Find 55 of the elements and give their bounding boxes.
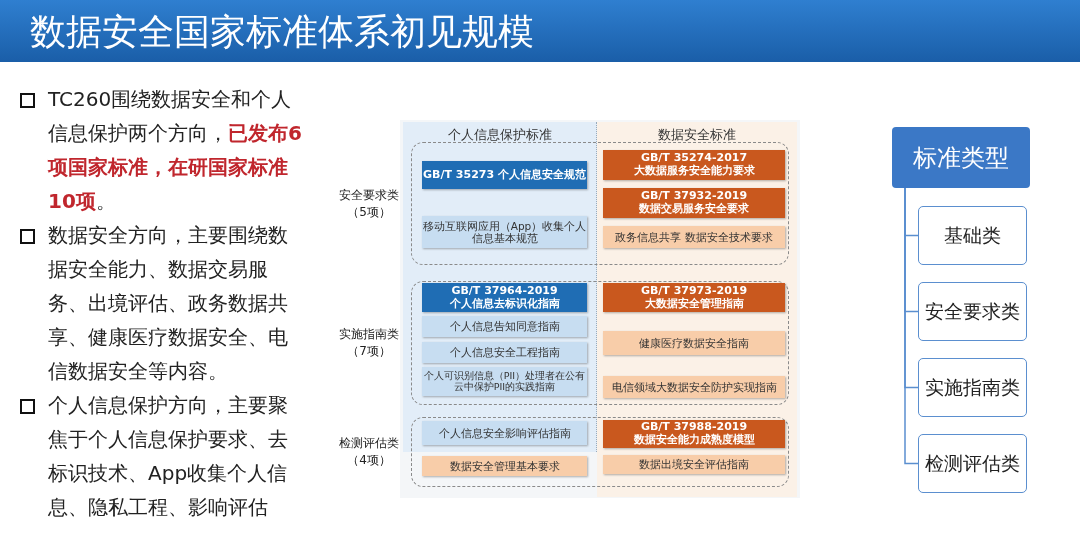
box-text: 标准类型: [913, 142, 1009, 174]
draft-standard-box: [422, 421, 587, 445]
tree-connector: [904, 187, 919, 465]
box-text: 大数据安全管理指南: [644, 297, 744, 311]
box-text: 个人信息安全影响评估指南: [438, 426, 571, 440]
box-text: GB/T 35273 个人信息安全规范: [423, 168, 586, 182]
group-label: 检测评估类（4项）: [338, 435, 400, 469]
box-text: GB/T 37964-2019: [451, 284, 558, 297]
box-text: 电信领域大数据安全防护实现指南: [611, 380, 777, 394]
bullet-text: TC260围绕数据安全和个人信息保护两个方向，已发布6项国家标准，在研国家标准10项。: [48, 86, 303, 215]
draft-standard-box: [603, 376, 785, 398]
draft-standard-box: [603, 226, 785, 248]
group-label: 安全要求类（5项）: [338, 186, 400, 221]
draft-standard-box: [422, 456, 587, 476]
category-box: [918, 358, 1027, 417]
published-standard-box: [422, 161, 587, 189]
category-box: [918, 282, 1027, 341]
group-label: 实施指南类（7项）: [338, 326, 400, 360]
bullet-text: 数据安全方向，主要围绕数据安全能力、数据交易服务、出境评估、政务数据共享、健康医疗数据安全、电信数据安全等内容。: [48, 222, 289, 385]
slide-title: 数据安全国家标准体系初见规模: [0, 0, 1080, 62]
box-text: 大数据服务安全能力要求: [633, 165, 755, 178]
box-text: 检测评估类: [925, 450, 1020, 476]
published-standard-box: [603, 283, 785, 312]
column-heading: 个人信息保护标准: [447, 127, 552, 142]
draft-standard-box: [422, 316, 587, 337]
published-standard-box: [603, 420, 785, 448]
box-text: GB/T 37988-2019: [640, 421, 748, 434]
box-text: GB/T 35274-2017: [640, 152, 748, 165]
draft-standard-box: [422, 342, 587, 363]
box-text: GB/T 37973-2019: [640, 284, 748, 297]
box-text: 数据交易服务安全要求: [639, 203, 749, 216]
draft-standard-box: [603, 331, 785, 355]
box-text: 基础类: [944, 222, 1001, 248]
published-standard-box: [603, 188, 785, 218]
box-text: 安全要求类: [925, 298, 1020, 324]
box-text: 个人信息告知同意指南: [449, 320, 560, 333]
box-text: 健康医疗数据安全指南: [639, 336, 749, 350]
published-standard-box: [422, 283, 587, 312]
box-text: 个人信息去标识化指南: [449, 297, 560, 311]
box-text: 移动互联网应用（App）收集个人信息基本规范: [422, 219, 587, 245]
box-text: 数据安全能力成熟度模型: [633, 434, 755, 447]
box-text: 政务信息共享 数据安全技术要求: [615, 230, 773, 244]
column-heading: 数据安全标准: [658, 127, 736, 142]
box-text: 数据安全管理基本要求: [449, 459, 560, 473]
category-box: [918, 206, 1027, 265]
box-text: 个人信息安全工程指南: [449, 346, 560, 359]
box-text: 数据出境安全评估指南: [639, 458, 749, 471]
category-box: [918, 434, 1027, 493]
published-standard-box: [603, 150, 785, 180]
category-box: [892, 127, 1030, 188]
box-text: GB/T 37932-2019: [640, 190, 748, 203]
box-text: 个人可识别信息（PII）处理者在公有云中保护PII的实践指南: [422, 370, 587, 393]
bullet-text: 个人信息保护方向，主要聚焦于个人信息保护要求、去标识技术、App收集个人信息、隐私工程、影响评估: [48, 392, 289, 521]
draft-standard-box: [603, 455, 785, 474]
box-text: 实施指南类: [925, 374, 1020, 400]
